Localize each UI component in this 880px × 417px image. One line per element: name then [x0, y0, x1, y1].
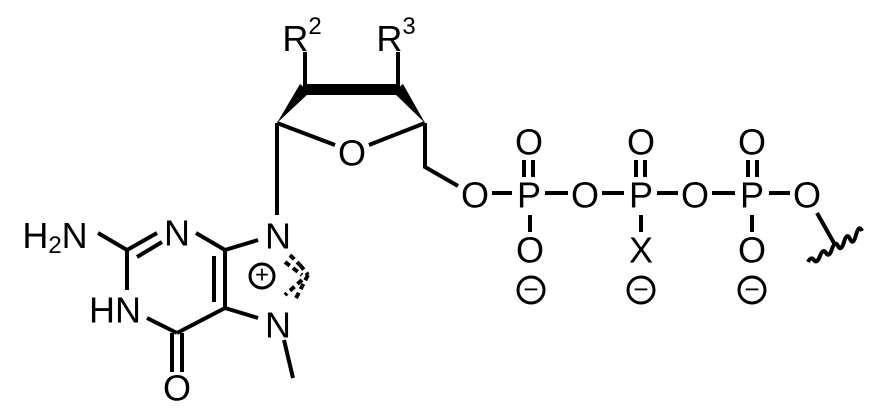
minus-charge-alpha: −	[523, 274, 538, 304]
p-beta-label: P	[629, 175, 653, 216]
minus-charge-gamma: −	[744, 274, 759, 304]
o-alpha-top-label: O	[515, 122, 543, 163]
p-gamma-label: P	[740, 175, 764, 216]
n1-label: HN	[89, 290, 141, 331]
o5-label: O	[461, 175, 489, 216]
x-label: X	[629, 230, 653, 271]
p-alpha-label: P	[517, 175, 541, 216]
n3-label: N	[164, 213, 190, 254]
o6-label: O	[163, 368, 191, 409]
ring-oxygen: O	[338, 133, 366, 174]
n7-label: N	[265, 305, 291, 346]
n9-label: N	[265, 216, 291, 257]
r3-label: R3	[376, 13, 415, 59]
o-bridge2-label: O	[681, 175, 709, 216]
o-terminal-label: O	[793, 175, 821, 216]
o-alpha-bottom-label: O	[516, 230, 544, 271]
plus-charge: +	[255, 262, 269, 289]
o-gamma-top-label: O	[738, 122, 766, 163]
ribose-ring	[277, 52, 458, 215]
minus-charge-beta: −	[633, 274, 648, 304]
o-beta-top-label: O	[627, 122, 655, 163]
o-gamma-bottom-label: O	[738, 230, 766, 271]
r2-label: R2	[282, 13, 321, 59]
o-bridge1-label: O	[571, 175, 599, 216]
amine-label: H2N	[22, 215, 87, 259]
minus-charges: − − −	[518, 274, 765, 304]
